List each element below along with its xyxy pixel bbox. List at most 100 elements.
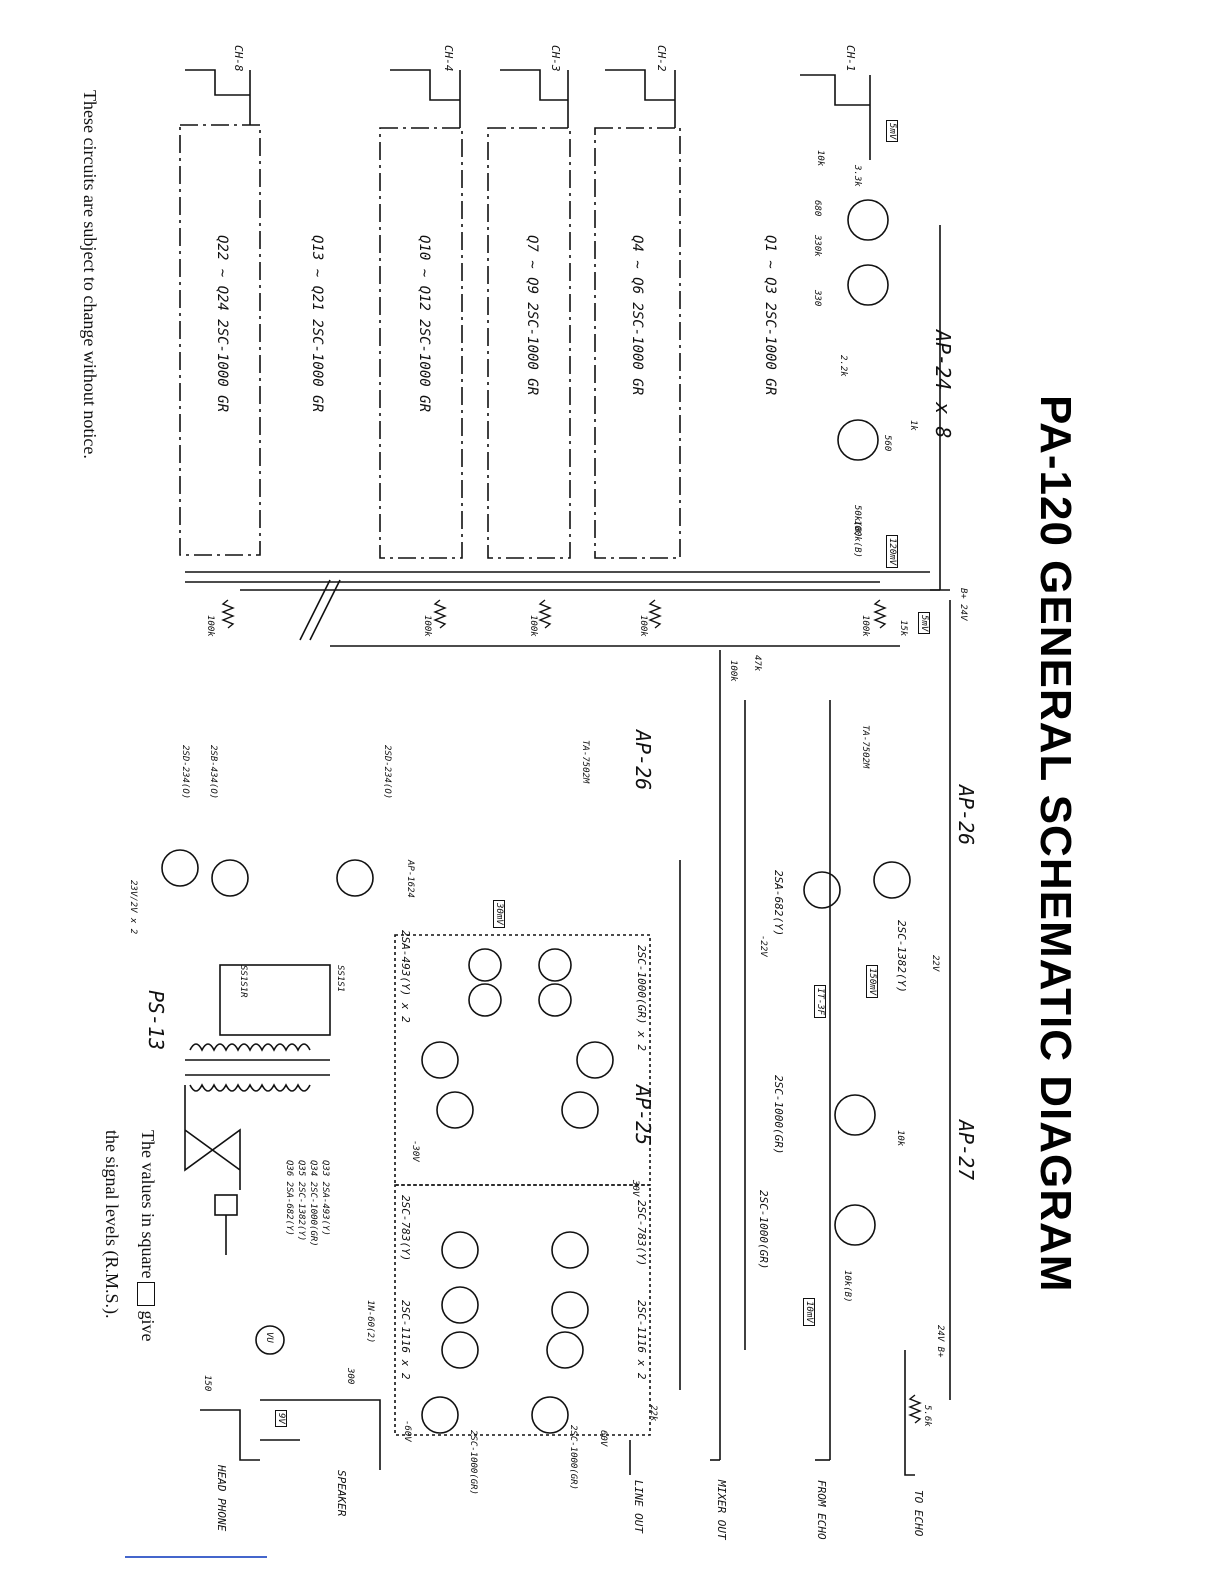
transistor-q-ap26-b [803, 871, 841, 909]
signal-level-5mv-bus: 5mV [918, 612, 930, 635]
headphone-wiring [200, 1409, 260, 1461]
transformer-core [185, 1059, 330, 1076]
group-label-q1-q3: Q1 ~ Q3 2SC-1000 GR [762, 235, 778, 396]
transistor-q-ap27-a [834, 1094, 876, 1136]
signal-level-10mv: 10mV [803, 1298, 815, 1326]
speaker-wiring [260, 1399, 381, 1470]
board-label-ap25: AP-25 [631, 1085, 655, 1146]
transistor-q-ap25-5 [576, 1041, 614, 1079]
resistor-label-10k-ap27: 10k [895, 1130, 905, 1147]
change-notice: These circuits are subject to change wit… [80, 90, 100, 459]
resistor-label-560: 560 [882, 435, 892, 452]
resistor-label-3-3k: 3.3k [852, 165, 862, 187]
values-note-text-b: give [138, 1310, 158, 1342]
transistor-q-out-2 [551, 1291, 589, 1329]
part-label-out-bottom: 2SC-1000(GR) [468, 1430, 478, 1496]
channel-label-ch2: CH-2 [655, 45, 668, 72]
rail-label-b24v: B+ 24V [958, 588, 968, 621]
part-label-2sa682: 2SA-682(Y) [772, 870, 785, 937]
board-label-ap24: AP-24 x 8 [931, 330, 955, 439]
transistor-q-out-1 [551, 1231, 589, 1269]
transistor-q-ap25-1 [538, 948, 572, 982]
resistor-label-100k-ch1: 100k [860, 615, 870, 637]
ps-table-q36: Q36 2SA-682(Y) [284, 1160, 294, 1236]
jack-label-head-phone: HEAD PHONE [215, 1465, 228, 1532]
part-label-out-left: 2SC-783(Y) [399, 1195, 412, 1262]
jack-wire-ch8 [185, 69, 251, 125]
part-label-ic-left: TA-7502M [580, 740, 590, 784]
part-label-ps-zeners: 23V/2V x 2 [128, 880, 138, 935]
jack-wire-ch2 [605, 69, 676, 128]
transistor-q3 [837, 419, 879, 461]
group-label-q4-q6: Q4 ~ Q6 2SC-1000 GR [629, 235, 645, 396]
jack-label-line-out: LINE OUT [632, 1480, 645, 1533]
channel-label-ch8: CH-8 [232, 45, 245, 72]
transistor-q-ps-2 [211, 859, 249, 897]
transistor-q-out-6 [441, 1286, 479, 1324]
part-label-coil: IT-3F [814, 985, 826, 1019]
values-note-line1: The values in square give [137, 1130, 158, 1341]
part-label-ap25-top: 2SC-1000(GR) x 2 [635, 945, 648, 1051]
ap25-region [394, 934, 651, 1186]
resistor-label-100k-b: 100k(B) [852, 520, 862, 558]
board-ch8 [179, 124, 261, 556]
resistor-label-100k-ch3: 100k [528, 615, 538, 637]
part-label-9v: 9V [275, 1410, 287, 1427]
transistor-q-ap27-b [834, 1204, 876, 1246]
jack-label-from-echo: FROM ECHO [815, 1480, 828, 1540]
part-label-ps-c: 2SD-234(O) [180, 745, 190, 800]
resistor-label-2-2k: 2.2k [838, 355, 848, 377]
resistor-label-10k-b: 10k(B) [842, 1270, 852, 1303]
signal-level-square [137, 1282, 156, 1307]
resistor-label-100k-mixer: 100k [728, 660, 738, 682]
board-ch3 [487, 127, 571, 559]
rail-label-60v: 60V [598, 1430, 608, 1447]
resistor-label-100k-ch8: 100k [205, 615, 215, 637]
part-label-ps-diodes: SS1S1 [335, 965, 345, 993]
ps-table-q34: Q34 2SC-1000(GR) [308, 1160, 318, 1247]
ps-table-q35: Q35 2SC-1382(Y) [296, 1160, 306, 1242]
rail-label-30v: 30V [630, 1180, 640, 1197]
part-label-vu: VU [264, 1332, 274, 1343]
jack-wire-to-echo [904, 1350, 915, 1476]
transistor-q-ap26-a [873, 861, 911, 899]
resistor-label-1k: 1k [908, 420, 918, 431]
transformer-secondary [189, 1083, 311, 1092]
part-label-ps-b: 2SB-434(O) [208, 745, 218, 800]
board-label-ap27: AP-27 [954, 1120, 978, 1181]
part-label-out-top2: 2SC-1116 x 2 [635, 1300, 648, 1380]
signal-level-150mv: 150mV [866, 965, 878, 999]
resistor-label-15k: 15k [898, 620, 908, 637]
resistor-label-300: 300 [345, 1368, 355, 1385]
jack-label-to-echo: TO ECHO [912, 1490, 925, 1537]
resistor-label-5-6k: 5.6k [922, 1405, 932, 1427]
part-label-2sc1382: 2SC-1382(Y) [895, 920, 908, 993]
transistor-q-out-5 [441, 1231, 479, 1269]
transistor-q-ap25-7 [421, 1041, 459, 1079]
rail-label-neg22v: -22V [758, 935, 768, 957]
board-label-ap26-top: AP-26 [954, 785, 978, 846]
transistor-q-ap25-8 [436, 1091, 474, 1129]
part-label-diode-vu: 1N-60(2) [365, 1300, 375, 1344]
bridge-rectifier [219, 964, 331, 1036]
group-label-q13-q21: Q13 ~ Q21 2SC-1000 GR [309, 235, 325, 413]
group-label-q10-q12: Q10 ~ Q12 2SC-1000 GR [416, 235, 432, 413]
transformer-primary [189, 1043, 311, 1052]
group-label-q7-q9: Q7 ~ Q9 2SC-1000 GR [524, 235, 540, 396]
resistor-label-680: 680 [812, 200, 822, 217]
group-label-q22-q24: Q22 ~ Q24 2SC-1000 GR [214, 235, 230, 413]
resistor-ch3-100k [538, 599, 552, 629]
rail-label-neg60v: -60V [402, 1420, 412, 1442]
transistor-q-ps-1 [336, 859, 374, 897]
resistor-label-22k: 22k [648, 1405, 658, 1422]
resistor-label-330: 330 [812, 290, 822, 307]
resistor-label-10k-ch1: 10k [815, 150, 825, 167]
jack-label-mixer-out: MIXER OUT [715, 1480, 728, 1540]
board-ch4 [379, 127, 463, 559]
resistor-label-47k: 47k [752, 655, 762, 672]
values-note-text-a: The values in square [138, 1130, 158, 1279]
transistor-q-out-8 [421, 1396, 459, 1434]
transistor-q-ap25-3 [468, 948, 502, 982]
